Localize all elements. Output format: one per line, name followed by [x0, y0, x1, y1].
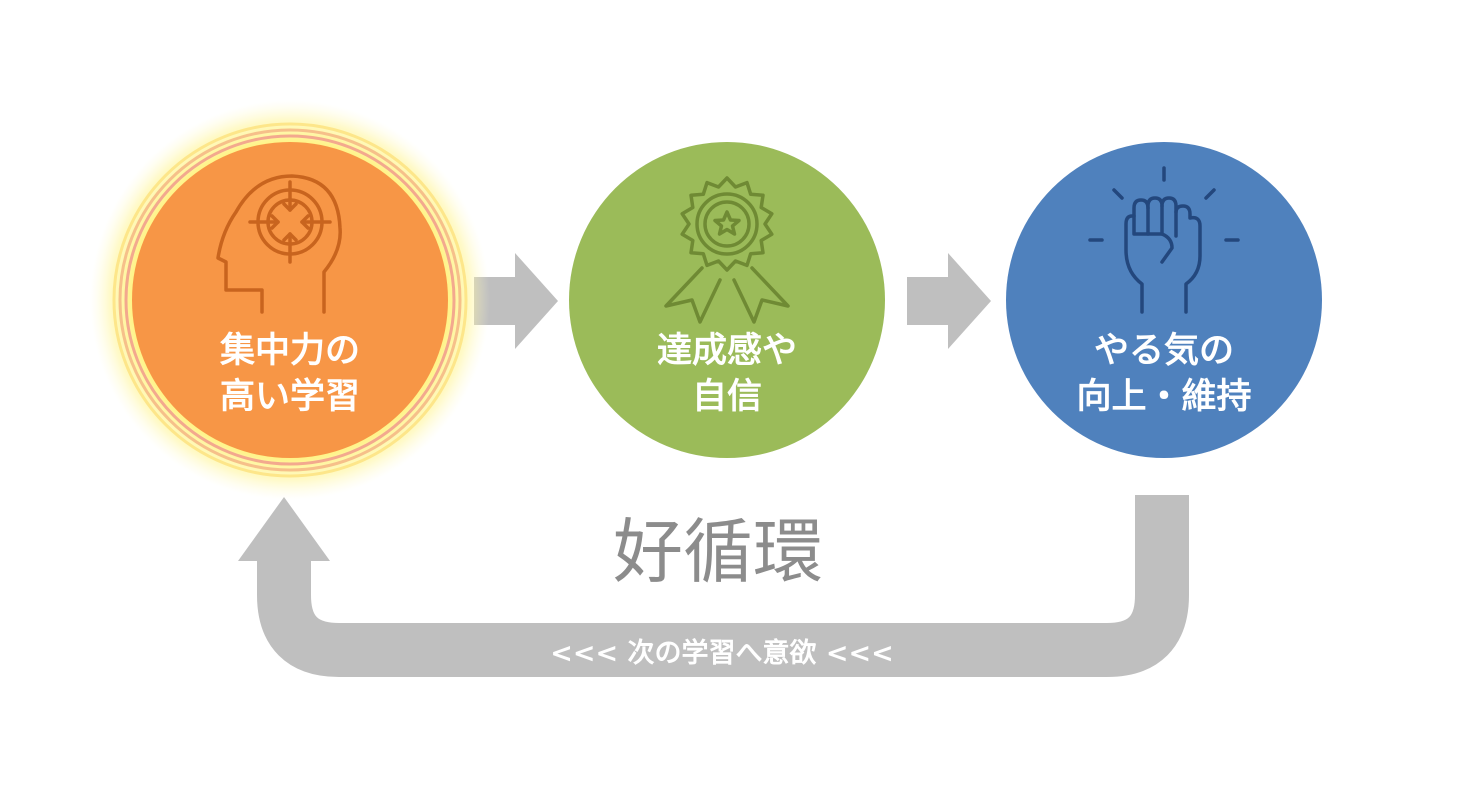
achievement-label-line2: 自信	[692, 377, 762, 417]
motivation-label-line2: 向上・維持	[1076, 377, 1251, 417]
step-focus: 集中力の 高い学習	[90, 100, 490, 500]
cycle-title: 好循環	[613, 511, 823, 593]
focus-label-line1: 集中力の	[219, 331, 360, 371]
achievement-label-line1: 達成感や	[657, 331, 797, 371]
head-target-icon	[216, 174, 342, 314]
step-achievement: 達成感や 自信	[569, 142, 885, 458]
flow-arrow-2	[907, 253, 991, 349]
step-motivation: やる気の 向上・維持	[1006, 142, 1322, 458]
focus-circle	[132, 142, 448, 458]
loop-label: <<< 次の学習へ意欲 <<<	[550, 637, 894, 669]
raised-fist-icon	[1088, 166, 1240, 314]
award-ribbon-icon	[664, 176, 790, 324]
return-loop-arrow	[238, 495, 1189, 677]
achievement-circle	[569, 142, 885, 458]
motivation-label-line1: やる気の	[1094, 331, 1234, 371]
flow-arrow-1	[474, 253, 558, 349]
motivation-circle	[1006, 142, 1322, 458]
focus-label-line2: 高い学習	[220, 376, 360, 417]
